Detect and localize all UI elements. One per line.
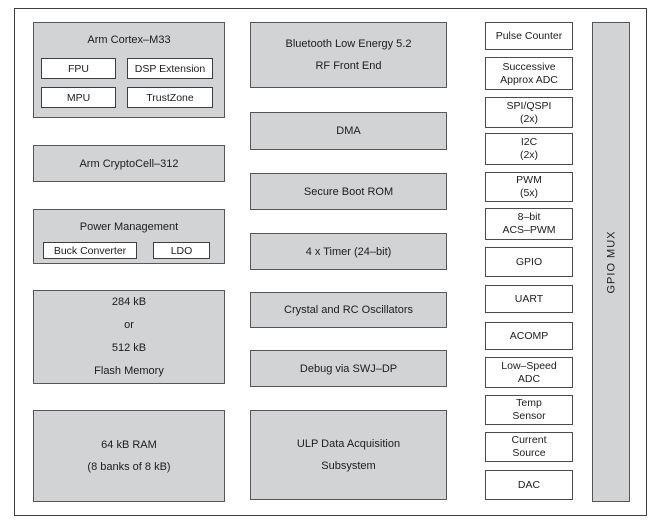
block-secure-boot-rom: Secure Boot ROM <box>250 173 447 210</box>
periph-acomp-line-1: ACOMP <box>509 329 549 342</box>
block-gpio-mux: GPIO MUX <box>592 22 630 502</box>
ulp-line-1: ULP Data Acquisition <box>296 438 401 450</box>
periph-uart-line-1: UART <box>514 292 544 305</box>
periph-spi-qspi: SPI/QSPI (2x) <box>485 97 573 128</box>
periph-low-speed-adc: Low–Speed ADC <box>485 357 573 388</box>
block-ldo-label: LDO <box>170 244 193 257</box>
block-power-management: Power Management Buck Converter LDO <box>33 209 225 264</box>
block-dsp-extension-label: DSP Extension <box>134 62 206 75</box>
block-trustzone: TrustZone <box>127 87 213 108</box>
periph-spi-qspi-line-1: SPI/QSPI <box>506 99 552 112</box>
ram-line-2: (8 banks of 8 kB) <box>87 461 171 473</box>
block-ldo: LDO <box>153 242 210 259</box>
periph-i2c-line-1: I2C <box>520 136 538 148</box>
periph-acs-pwm-line-2: ACS–PWM <box>502 224 556 236</box>
ram-line-1: 64 kB RAM <box>101 439 157 451</box>
block-ulp-data-acquisition: ULP Data Acquisition Subsystem <box>250 410 447 500</box>
block-secure-boot-rom-label: Secure Boot ROM <box>303 185 394 198</box>
block-bluetooth-low-energy: Bluetooth Low Energy 5.2 RF Front End <box>250 22 447 88</box>
flash-line-1: 284 kB <box>111 296 147 308</box>
block-debug-swj-dp-label: Debug via SWJ–DP <box>299 362 398 375</box>
periph-pwm-line-1: PWM <box>516 174 542 186</box>
block-arm-cortex-m33: Arm Cortex–M33 FPU DSP Extension MPU Tru… <box>33 22 225 118</box>
block-trustzone-label: TrustZone <box>146 91 194 104</box>
block-timer-label: 4 x Timer (24–bit) <box>305 245 392 258</box>
periph-dac: DAC <box>485 470 573 500</box>
block-power-management-title: Power Management <box>79 221 179 233</box>
periph-pwm-line-2: (5x) <box>519 187 539 199</box>
periph-i2c-line-2: (2x) <box>519 149 539 161</box>
periph-i2c: I2C (2x) <box>485 133 573 165</box>
periph-acs-pwm: 8–bit ACS–PWM <box>485 208 573 240</box>
periph-acomp: ACOMP <box>485 322 573 350</box>
block-arm-cortex-m33-title: Arm Cortex–M33 <box>87 34 171 46</box>
periph-current-source: Current Source <box>485 432 573 462</box>
block-dma: DMA <box>250 112 447 150</box>
periph-successive-approx-adc-line-2: Approx ADC <box>500 73 558 86</box>
block-buck-converter: Buck Converter <box>43 242 137 259</box>
periph-pulse-counter-line-1: Pulse Counter <box>495 29 563 42</box>
block-dma-label: DMA <box>336 125 361 137</box>
block-arm-cryptocell-312-label: Arm CryptoCell–312 <box>79 157 179 170</box>
block-mpu: MPU <box>41 87 116 108</box>
periph-spi-qspi-line-2: (2x) <box>519 112 539 125</box>
periph-current-source-line-1: Current <box>511 434 547 446</box>
periph-uart: UART <box>485 285 573 313</box>
block-ram: 64 kB RAM (8 banks of 8 kB) <box>33 410 225 502</box>
periph-temp-sensor-line-1: Temp <box>516 397 542 409</box>
block-fpu: FPU <box>41 58 116 79</box>
periph-gpio: GPIO <box>485 247 573 277</box>
block-mpu-label: MPU <box>66 91 91 104</box>
periph-current-source-line-2: Source <box>512 447 546 459</box>
periph-dac-line-1: DAC <box>517 478 541 491</box>
flash-line-2: or <box>124 319 134 331</box>
ble-line-1: Bluetooth Low Energy 5.2 <box>285 38 412 50</box>
periph-pulse-counter: Pulse Counter <box>485 22 573 50</box>
periph-successive-approx-adc-line-1: Successive <box>502 60 556 73</box>
periph-temp-sensor-line-2: Sensor <box>512 410 546 422</box>
block-oscillators-label: Crystal and RC Oscillators <box>284 304 413 316</box>
block-buck-converter-label: Buck Converter <box>53 244 127 257</box>
ble-line-2: RF Front End <box>315 60 382 72</box>
flash-line-4: Flash Memory <box>94 365 164 377</box>
diagram-outer-frame <box>14 8 647 516</box>
periph-pwm: PWM (5x) <box>485 172 573 202</box>
block-dsp-extension: DSP Extension <box>127 58 213 79</box>
block-timer: 4 x Timer (24–bit) <box>250 233 447 270</box>
block-gpio-mux-label: GPIO MUX <box>605 230 618 294</box>
block-arm-cryptocell-312: Arm CryptoCell–312 <box>33 145 225 182</box>
periph-temp-sensor: Temp Sensor <box>485 395 573 425</box>
ulp-line-2: Subsystem <box>321 460 376 472</box>
periph-successive-approx-adc: Successive Approx ADC <box>485 57 573 90</box>
periph-low-speed-adc-line-2: ADC <box>517 372 541 385</box>
periph-low-speed-adc-line-1: Low–Speed <box>501 359 557 372</box>
block-oscillators: Crystal and RC Oscillators <box>250 292 447 328</box>
periph-acs-pwm-line-1: 8–bit <box>517 211 541 223</box>
flash-line-3: 512 kB <box>111 342 147 354</box>
periph-gpio-line-1: GPIO <box>515 255 543 268</box>
block-fpu-label: FPU <box>68 62 89 75</box>
block-debug-swj-dp: Debug via SWJ–DP <box>250 350 447 387</box>
block-flash-memory: 284 kB or 512 kB Flash Memory <box>33 290 225 384</box>
